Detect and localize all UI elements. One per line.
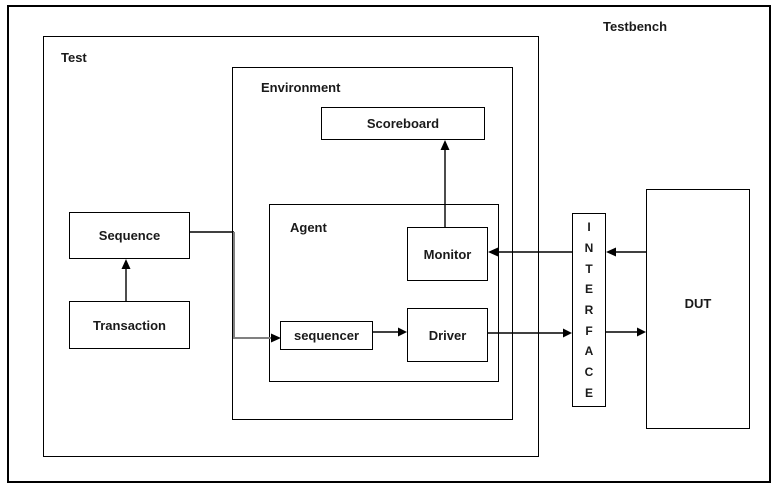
interface-letter: I (587, 220, 591, 235)
dut-label: DUT (684, 295, 712, 311)
scoreboard-box: Scoreboard (321, 107, 485, 140)
sequencer-box: sequencer (280, 321, 373, 350)
interface-letter: N (584, 240, 594, 255)
interface-letter: C (584, 364, 594, 379)
test-label: Test (61, 50, 87, 65)
interface-letter: F (585, 323, 593, 338)
interface-letter: R (584, 302, 594, 317)
transaction-box: Transaction (69, 301, 190, 349)
agent-label: Agent (290, 220, 327, 235)
driver-box: Driver (407, 308, 488, 362)
interface-letter: T (585, 261, 593, 276)
interface-letter: A (584, 344, 594, 359)
environment-box (232, 67, 513, 420)
test-box (43, 36, 539, 457)
environment-label: Environment (261, 80, 341, 95)
testbench-label: Testbench (603, 19, 668, 34)
sequence-box: Sequence (69, 212, 190, 259)
interface-letter: E (584, 282, 593, 297)
testbench-box (7, 5, 771, 483)
interface-letter: E (584, 385, 593, 400)
monitor-box: Monitor (407, 227, 488, 281)
dut-box: DUT (646, 189, 750, 429)
